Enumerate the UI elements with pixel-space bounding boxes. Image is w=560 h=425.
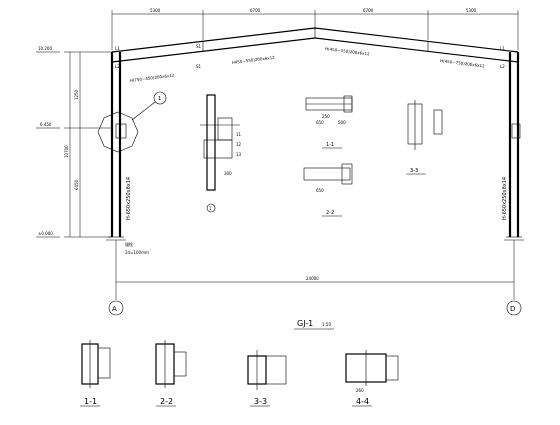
span-dim-4: 5300 bbox=[466, 8, 477, 13]
span-dim-1: 5300 bbox=[150, 8, 161, 13]
left-column-label: H-650x250x8x14 bbox=[126, 177, 132, 220]
joint-detail: 12 13 11 300 1 bbox=[200, 94, 242, 213]
overall-span-dimension: 24000 bbox=[115, 240, 515, 300]
right-column-label: H-650x250x8x14 bbox=[502, 177, 508, 220]
rafter-label-3: H(450~550)200x6x12 bbox=[325, 46, 370, 56]
span-dim-2: 6700 bbox=[250, 8, 261, 13]
s22-dim: 650 bbox=[316, 188, 324, 193]
bottom-section-4-4-title: 4-4 bbox=[356, 397, 369, 406]
overall-span: 24000 bbox=[306, 276, 319, 281]
section-3-3-title: 3-3 bbox=[410, 168, 418, 174]
node-s1-right: S1 bbox=[196, 64, 202, 69]
drawing-title: GJ-1 1:50 bbox=[294, 319, 334, 330]
anchor-value: 2d=100mm bbox=[125, 250, 149, 255]
bottom-section-2-2: 2-2 bbox=[155, 340, 187, 407]
bracket-label-13: 13 bbox=[236, 152, 242, 157]
grid-axis-a: A bbox=[108, 300, 124, 316]
rafter-label-1: H(750~450)200x6x12 bbox=[130, 73, 175, 83]
title-scale: 1:50 bbox=[322, 322, 331, 327]
rafter-label-2: H450~550)200x6x12 bbox=[232, 55, 276, 65]
axis-d-label: D bbox=[510, 305, 515, 313]
detail-marker: 1 bbox=[158, 96, 161, 102]
rafter bbox=[111, 27, 519, 63]
span-dimension-line: 5300 6700 6700 5300 bbox=[111, 8, 519, 50]
span-dim-3: 6700 bbox=[363, 8, 374, 13]
section-1-1-upper: 250 500 650 1-1 bbox=[305, 95, 353, 149]
bracket-label-11: 11 bbox=[236, 132, 242, 137]
elevation-mid: 6.450 bbox=[40, 122, 52, 127]
axis-a-label: A bbox=[112, 305, 117, 313]
bottom-section-1-1-title: 1-1 bbox=[84, 397, 97, 406]
bottom-section-4-4: 260 4-4 bbox=[345, 350, 399, 407]
left-height-dimensions: 1250 10700 6450 10.200 6.450 ±0.000 bbox=[36, 46, 112, 238]
left-column bbox=[106, 52, 126, 241]
bottom-section-3-3-title: 3-3 bbox=[254, 397, 267, 406]
s11-dim-a: 250 bbox=[322, 114, 330, 119]
node-s1-left: S1 bbox=[196, 44, 202, 49]
height-dim-top: 1250 bbox=[74, 89, 79, 100]
node-l2-left: L2 bbox=[115, 64, 120, 69]
s11-dim-b: 500 bbox=[338, 120, 346, 125]
rafter-label-4: H(450~750)200x6x12 bbox=[440, 58, 485, 68]
height-dim-bottom: 6450 bbox=[74, 179, 79, 190]
joint-dim-1: 300 bbox=[224, 171, 232, 176]
node-l2-right: L2 bbox=[500, 64, 505, 69]
bottom-section-3-3: 3-3 bbox=[247, 350, 287, 407]
section-2-2-upper: 650 2-2 bbox=[303, 163, 353, 217]
s44-dim: 260 bbox=[356, 388, 364, 393]
grid-axis-d: D bbox=[506, 300, 522, 316]
joint-marker: 1 bbox=[209, 206, 212, 211]
bottom-section-2-2-title: 2-2 bbox=[160, 397, 173, 406]
section-3-3-upper: 3-3 bbox=[406, 100, 443, 175]
node-l1-right: L1 bbox=[500, 46, 505, 51]
right-bracket bbox=[511, 123, 521, 139]
title-text: GJ-1 bbox=[297, 319, 313, 328]
detail-callout: 1 bbox=[97, 91, 167, 153]
elevation-base: ±0.000 bbox=[38, 231, 53, 236]
section-2-2-title: 2-2 bbox=[326, 210, 334, 216]
bottom-section-1-1: 1-1 bbox=[80, 340, 111, 407]
anchor-label: 锚栓 bbox=[125, 241, 133, 247]
bracket-label-12: 12 bbox=[236, 142, 242, 147]
node-l1-left: L1 bbox=[115, 46, 120, 51]
elevation-top: 10.200 bbox=[38, 46, 52, 51]
s11-dim-c: 650 bbox=[316, 120, 324, 125]
total-height-dim: 10700 bbox=[64, 145, 69, 158]
section-1-1-title: 1-1 bbox=[326, 142, 334, 148]
